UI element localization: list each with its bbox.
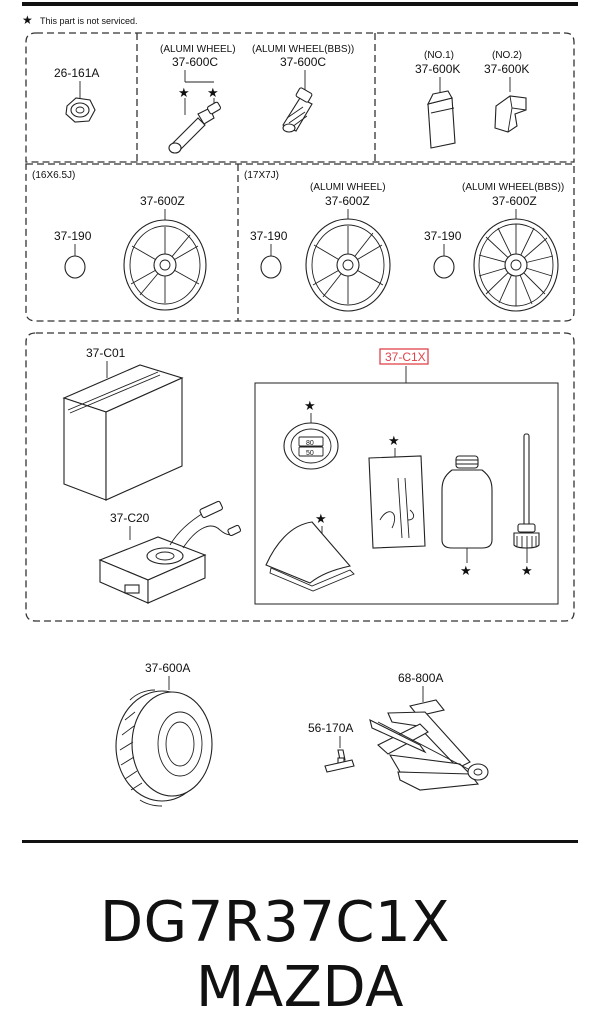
compressor-label: 37-C20 [110,511,150,525]
wheel-frame [25,163,575,322]
handle-label: 56-170A [308,721,353,735]
scissor-jack[interactable]: 68-800A [369,671,489,791]
wheel-bbs-title: (ALUMI WHEEL(BBS)) [462,182,564,193]
wheel-bbs-label: 37-600Z [492,194,537,208]
spare-tire[interactable]: 37-600A [115,661,213,807]
top-rule [22,2,578,6]
cap-17a-label: 37-190 [250,229,288,243]
svg-text:50: 50 [306,450,314,457]
instruction-sheet: ★ [265,511,355,592]
cap-17b-label: 37-190 [424,229,462,243]
note-text: This part is not serviced. [40,16,138,26]
jack-label: 68-800A [398,671,443,685]
kit-label: 37-C1X [385,350,426,364]
top-section: 26-161A (ALUMI WHEEL) 37-600C ★ ★ (ALUMI… [25,32,575,163]
repair-kit[interactable]: 37-C1X ★ 80 50 ★ [254,348,559,605]
size-16-title: (16X6.5J) [32,170,75,181]
parts-diagram: ★ This part is not serviced. 26-161A (AL… [22,2,578,843]
star-icon: ★ [304,398,316,413]
kit-label-highlight [379,348,429,365]
part-caption: DG7R37C1XMAZDA [0,890,600,1020]
wheel-16[interactable]: 37-600Z [123,194,207,311]
star-icon: ★ [178,85,190,100]
case-label: 37-C01 [86,346,126,360]
balance-weight-no1[interactable]: (NO.1) 37-600K [415,50,460,149]
center-cap-17[interactable]: 37-190 [250,229,288,279]
kit-box [254,382,559,605]
wheel-16-label: 37-600Z [140,194,185,208]
star-icon: ★ [521,563,533,578]
star-icon: ★ [207,85,219,100]
speed-sticker: ★ 80 50 [283,398,339,470]
wheel-section: (16X6.5J) (17X7J) 37-190 37-600Z 37- [25,163,575,322]
lug-nut-label: 26-161A [54,66,99,80]
jack-handle[interactable]: 56-170A [308,721,355,773]
sealant-bottle: ★ [441,455,493,578]
wheel-17-alumi[interactable]: (ALUMI WHEEL) 37-600Z [305,182,391,312]
weight-no2-title: (NO.2) [492,50,522,61]
weight-no2-label: 37-600K [484,62,529,76]
lug-nut[interactable]: 26-161A [54,66,99,123]
center-cap-17-bbs[interactable]: 37-190 [424,229,462,279]
top-frame [25,32,575,163]
valve-alumi-label: 37-600C [172,55,218,69]
weight-no1-title: (NO.1) [424,50,454,61]
wheel-17-label: 37-600Z [325,194,370,208]
valve-alumi-title: (ALUMI WHEEL) [160,44,236,55]
center-cap-16[interactable]: 37-190 [54,229,92,279]
valve-bbs-title: (ALUMI WHEEL(BBS)) [252,44,354,55]
bottom-rule [22,840,578,843]
sealant-pouch: ★ [368,433,426,549]
valve-alumi[interactable]: (ALUMI WHEEL) 37-600C ★ ★ [160,44,236,154]
valve-core-tool: ★ [513,433,540,578]
wheel-17-title: (ALUMI WHEEL) [310,182,386,193]
weight-no1-label: 37-600K [415,62,460,76]
star-icon: ★ [315,511,327,526]
air-compressor[interactable]: 37-C20 [98,500,242,604]
star-icon: ★ [460,563,472,578]
kit-frame [25,332,575,622]
valve-bbs[interactable]: (ALUMI WHEEL(BBS)) 37-600C [252,44,354,133]
tire-label: 37-600A [145,661,190,675]
note-star-icon: ★ [22,13,33,27]
kit-section: 37-C01 37-C20 37-C1X [25,332,575,622]
part-number: DG7R37C1X [100,890,450,955]
wheel-17-bbs[interactable]: (ALUMI WHEEL(BBS)) 37-600Z [462,182,564,312]
star-icon: ★ [388,433,400,448]
bottom-section: 37-600A 68-800A 56-170A [115,661,489,807]
storage-case[interactable]: 37-C01 [62,346,184,501]
cap-16-label: 37-190 [54,229,92,243]
size-17-title: (17X7J) [244,170,279,181]
brand-name: MAZDA [196,955,404,1020]
svg-text:80: 80 [306,440,314,447]
valve-bbs-label: 37-600C [280,55,326,69]
balance-weight-no2[interactable]: (NO.2) 37-600K [484,50,529,133]
